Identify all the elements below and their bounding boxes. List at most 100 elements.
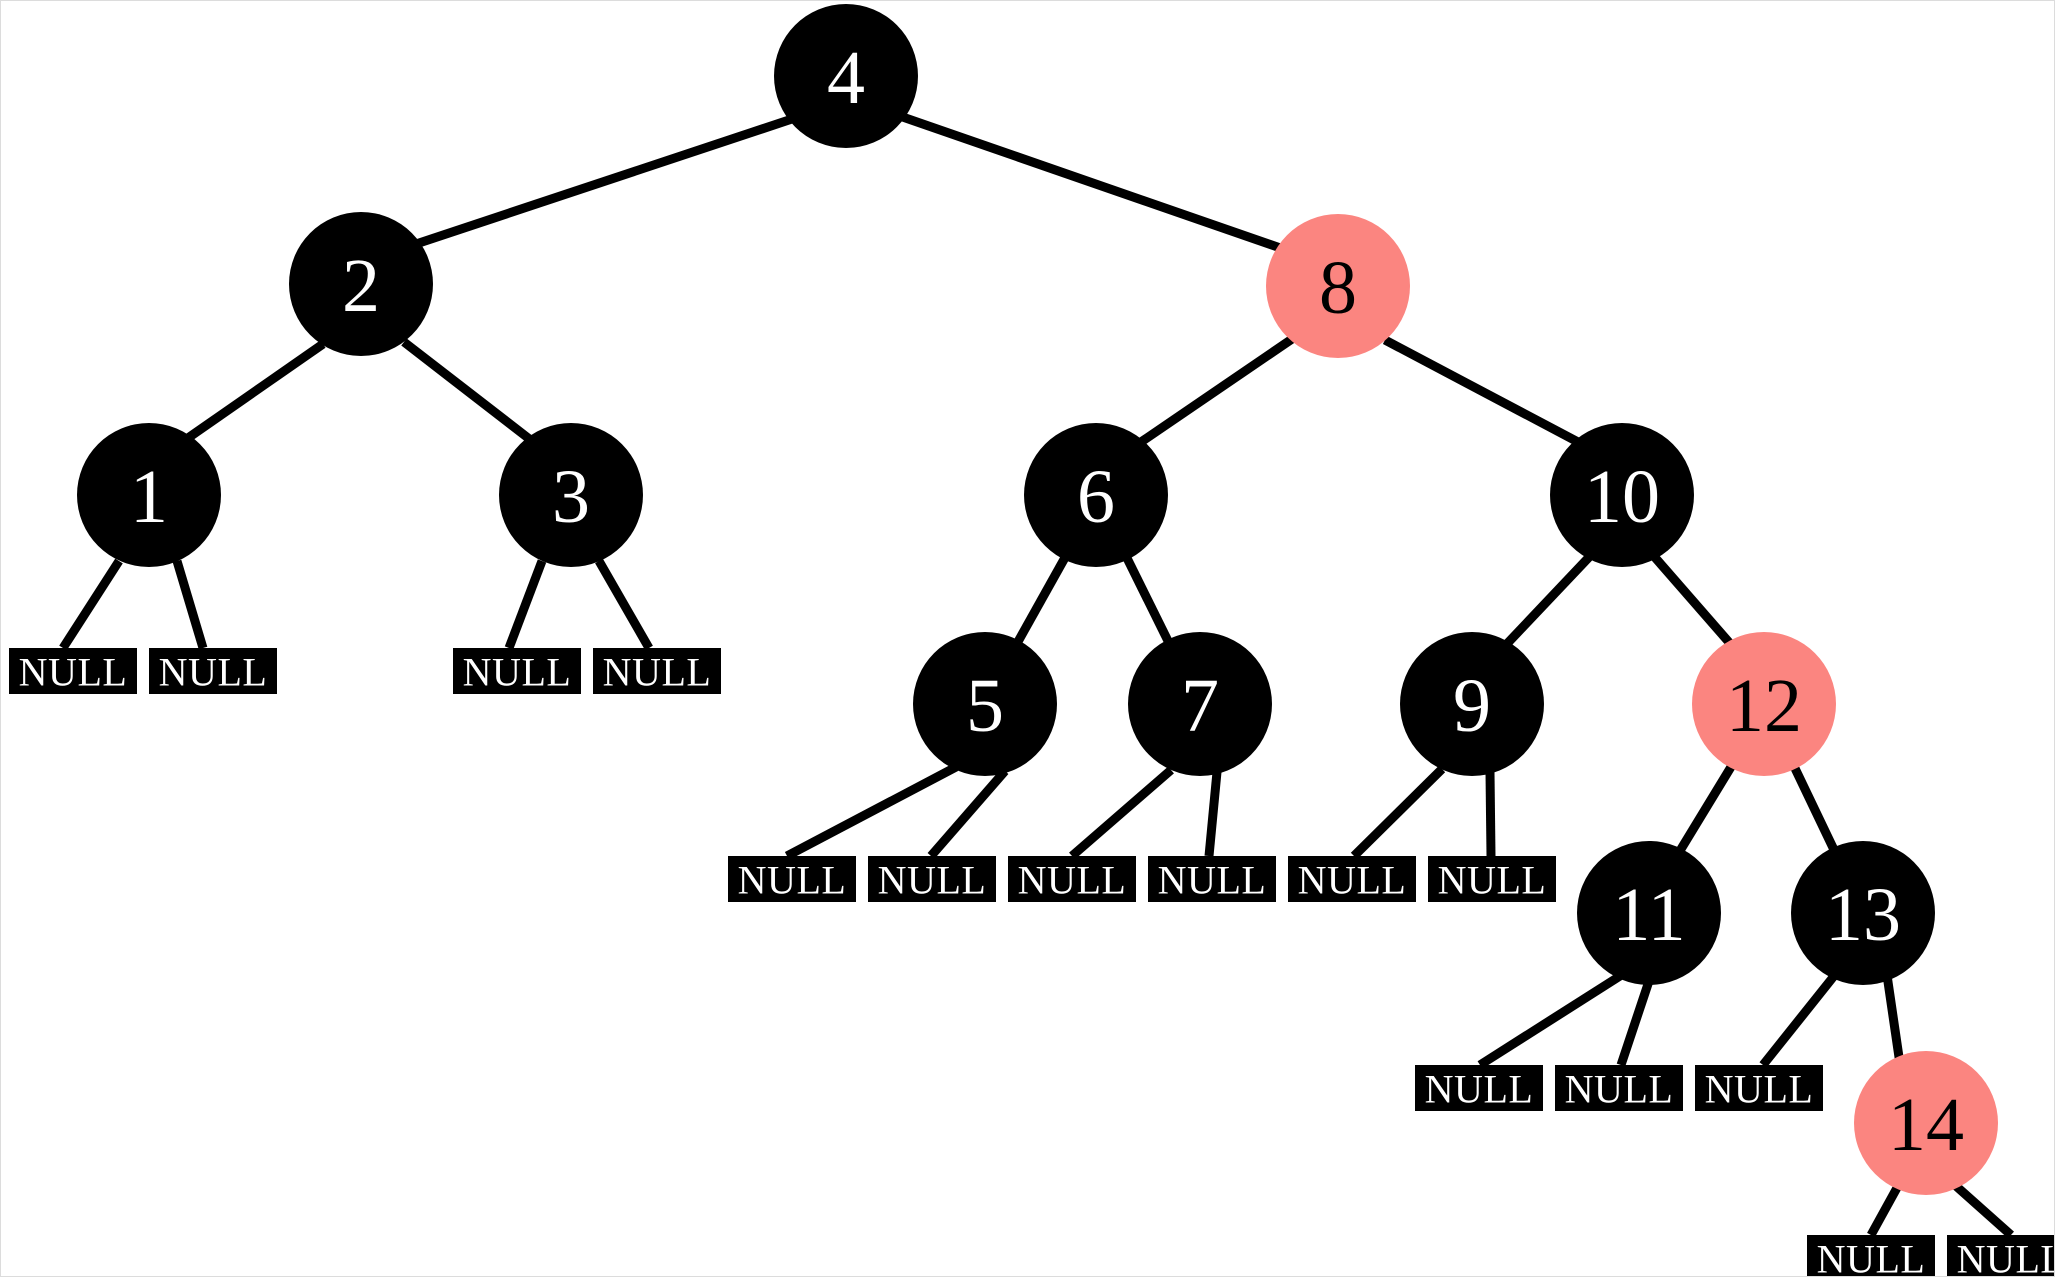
null-leaf[interactable]: NULL (1807, 1235, 1935, 1277)
null-leaf-box (9, 648, 137, 694)
tree-edge-n5-null6 (927, 768, 1009, 859)
tree-node-11[interactable]: 11 (1577, 841, 1721, 985)
node-label: 3 (552, 455, 590, 539)
edges-layer (59, 109, 2014, 1239)
tree-edge-n13-null13 (1759, 973, 1838, 1068)
node-label: 1 (130, 455, 168, 539)
null-leaf-label: NULL (19, 650, 128, 695)
null-leaf-label: NULL (1565, 1067, 1674, 1112)
tree-edge-n5-null5 (784, 763, 959, 860)
null-leaf-box (1807, 1235, 1935, 1276)
node-circle-black (1577, 841, 1721, 985)
null-leaf[interactable]: NULL (1008, 856, 1136, 903)
null-leaf-label: NULL (1817, 1237, 1926, 1277)
tree-edge-n6-n5 (1011, 551, 1071, 650)
null-leaf-box (1695, 1065, 1823, 1111)
null-leaf[interactable]: NULL (593, 648, 721, 695)
null-leaf-box (453, 648, 581, 694)
node-circle-black (1024, 423, 1168, 567)
null-leaf-box (1947, 1235, 2054, 1276)
node-circle-black (1791, 841, 1935, 985)
tree-node-2[interactable]: 2 (289, 212, 433, 356)
tree-edge-n2-n1 (185, 340, 326, 442)
tree-node-9[interactable]: 9 (1400, 632, 1544, 776)
null-leaf[interactable]: NULL (1695, 1065, 1823, 1112)
null-leaf-box (1148, 856, 1276, 902)
null-leaf-label: NULL (1425, 1067, 1534, 1112)
node-circle-black (499, 423, 643, 567)
node-label: 4 (827, 36, 865, 120)
null-leaf[interactable]: NULL (1555, 1065, 1683, 1112)
tree-node-12[interactable]: 12 (1692, 632, 1836, 776)
node-label: 13 (1825, 873, 1901, 957)
tree-edge-n3-null4 (595, 558, 653, 651)
tree-edge-n12-n13 (1787, 760, 1841, 856)
null-leaf-label: NULL (1438, 858, 1547, 903)
tree-edge-n3-null3 (504, 559, 547, 650)
tree-node-7[interactable]: 7 (1128, 632, 1272, 776)
null-leaf-box (1555, 1065, 1683, 1111)
tree-edge-n11-null12 (1616, 979, 1654, 1067)
null-leaf[interactable]: NULL (1947, 1235, 2055, 1277)
null-leaf[interactable]: NULL (9, 648, 137, 695)
null-leaf-box (728, 856, 856, 902)
node-label: 5 (966, 664, 1004, 748)
null-leaf[interactable]: NULL (1288, 856, 1416, 903)
null-leaf[interactable]: NULL (1415, 1065, 1543, 1112)
tree-edge-n6-n7 (1120, 552, 1176, 649)
tree-edge-n1-null1 (59, 558, 123, 651)
node-label: 2 (342, 244, 380, 328)
tree-edge-n8-n10 (1382, 336, 1581, 446)
tree-node-10[interactable]: 10 (1550, 423, 1694, 567)
tree-edge-n7-null8 (1204, 771, 1222, 857)
null-leaf[interactable]: NULL (728, 856, 856, 903)
null-leaf[interactable]: NULL (453, 648, 581, 695)
tree-node-1[interactable]: 1 (77, 423, 221, 567)
null-leaf-label: NULL (159, 650, 268, 695)
tree-node-8[interactable]: 8 (1266, 214, 1410, 358)
tree-node-14[interactable]: 14 (1854, 1051, 1998, 1195)
null-leaf-box (1428, 856, 1556, 902)
tree-edge-n11-null11 (1477, 972, 1623, 1069)
node-circle-red (1854, 1051, 1998, 1195)
tree-node-13[interactable]: 13 (1791, 841, 1935, 985)
node-circle-red (1692, 632, 1836, 776)
node-label: 11 (1612, 873, 1685, 957)
tree-edge-n14-null15 (1953, 1182, 2014, 1239)
node-label: 7 (1181, 664, 1219, 748)
null-leaf-box (1415, 1065, 1543, 1111)
null-leaf-box (1288, 856, 1416, 902)
null-leaf-label: NULL (1957, 1237, 2055, 1277)
node-circle-red (1266, 214, 1410, 358)
null-leaves-layer: NULL NULL NULL NULL NULL NULL NULL NULL NULL NULL… (9, 648, 2055, 1277)
null-leaf[interactable]: NULL (868, 856, 996, 903)
tree-edge-n2-n3 (401, 338, 535, 445)
null-leaf-label: NULL (463, 650, 572, 695)
tree-node-6[interactable]: 6 (1024, 423, 1168, 567)
tree-node-3[interactable]: 3 (499, 423, 643, 567)
node-circle-black (774, 4, 918, 148)
node-label: 12 (1726, 664, 1802, 748)
null-leaf[interactable]: NULL (1148, 856, 1276, 903)
tree-edge-n13-n14 (1882, 974, 1905, 1065)
null-leaf-label: NULL (1298, 858, 1407, 903)
null-leaf[interactable]: NULL (1428, 856, 1556, 903)
null-leaf[interactable]: NULL (149, 648, 277, 695)
null-leaf-label: NULL (738, 858, 847, 903)
tree-edge-n7-null7 (1069, 766, 1174, 860)
null-leaf-box (593, 648, 721, 694)
node-label: 8 (1319, 246, 1357, 330)
null-leaf-box (868, 856, 996, 902)
tree-node-4[interactable]: 4 (774, 4, 918, 148)
node-label: 9 (1453, 664, 1491, 748)
node-circle-black (1128, 632, 1272, 776)
tree-edge-n12-n11 (1674, 759, 1738, 857)
tree-node-5[interactable]: 5 (913, 632, 1057, 776)
tree-edge-n9-null10 (1485, 771, 1496, 857)
tree-edge-n9-null9 (1350, 765, 1446, 860)
null-leaf-label: NULL (603, 650, 712, 695)
null-leaf-label: NULL (878, 858, 987, 903)
